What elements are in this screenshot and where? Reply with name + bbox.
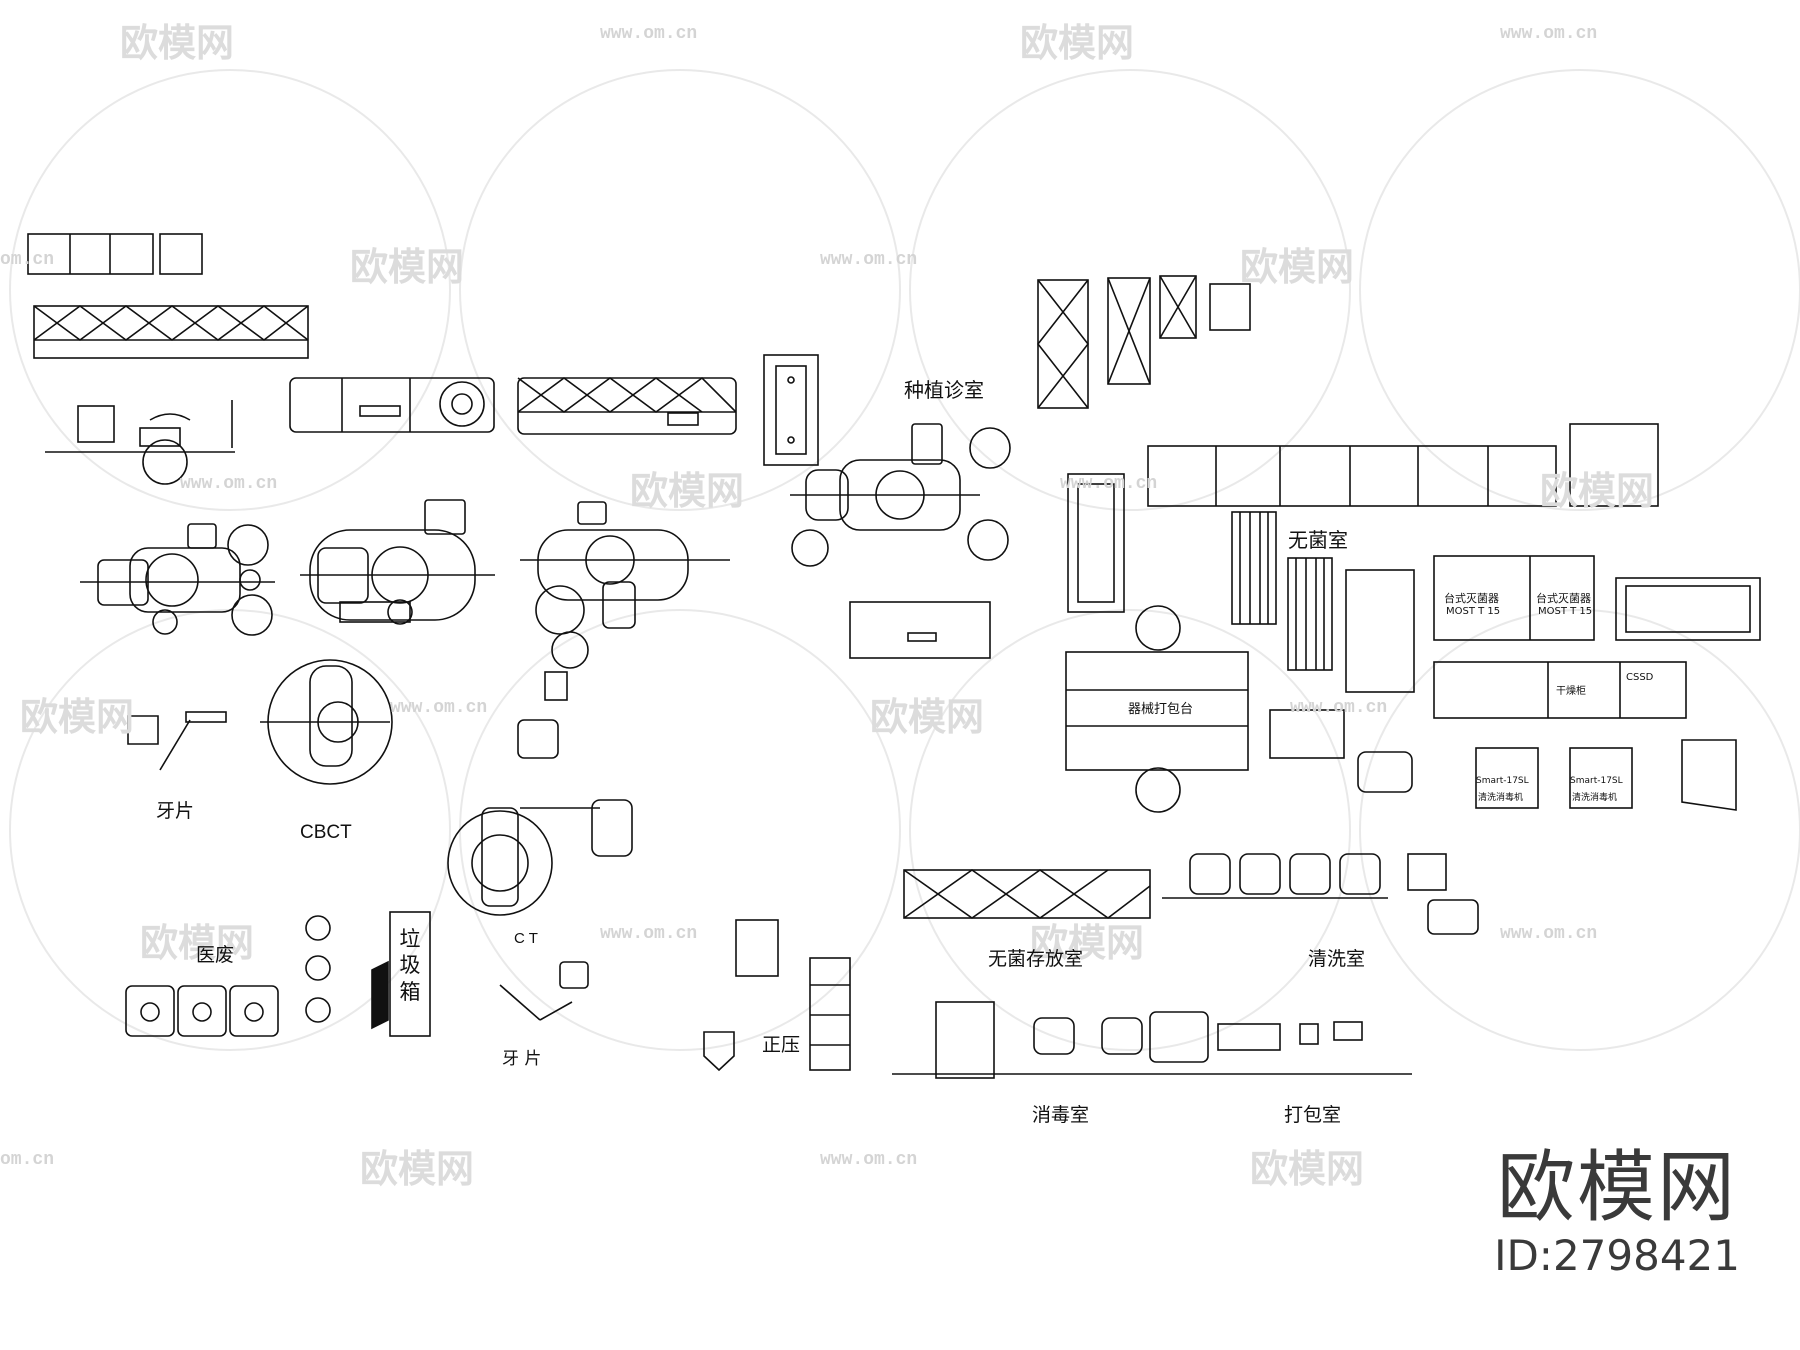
watermark-logo: 欧模网 [1540,469,1655,513]
watermark-logo: 欧模网 [1030,921,1145,965]
equip-label-model-2: MOST T 15 [1538,606,1593,617]
sink-cabinet [763,354,819,466]
dental-film-unit-1 [127,711,227,771]
trash-box [371,911,431,1037]
brand-id: ID:2798421 [1494,1231,1740,1280]
label-sterile-room: 无菌室 [1288,528,1348,552]
watermark-logo: 欧模网 [350,245,465,289]
watermark-logo: 欧模网 [20,695,135,739]
washbasin [1269,709,1413,793]
counter-middle-top [517,376,737,435]
label-disinfection-room: 消毒室 [1032,1104,1090,1126]
label-packing-table: 器械打包台 [1128,702,1194,717]
reception-desk [45,400,235,485]
cbct-unit [260,659,393,785]
dental-chair-implant [790,423,1011,659]
label-packing-room: 打包室 [1284,1104,1342,1126]
sterile-storage-rack [903,869,1151,919]
watermark-logo: 欧模网 [1250,1147,1365,1191]
slatted-racks [1231,511,1415,693]
equip-label-dry-cabinet: 干燥柜 [1556,686,1586,697]
label-medical-waste: 医废 [196,944,235,966]
label-dental-film-1: 牙片 [156,800,195,822]
watermark-logo: 欧模网 [120,21,235,65]
watermark-url: www.om.cn [1500,924,1598,944]
watermark-url: www.om.cn [820,1150,918,1170]
brand-block: 欧模网 ID:2798421 [1494,1125,1740,1280]
watermark-url: www.om.cn [180,474,278,494]
ct-unit [447,799,633,916]
label-ct: C T [514,930,538,947]
cabinet-with-sink [289,377,495,433]
label-positive-pressure: 正压 [762,1034,801,1056]
label-cbct: CBCT [300,822,352,843]
watermark-url: om.cn [0,250,55,270]
operator-stool [517,671,568,759]
watermark-url: www.om.cn [1500,24,1598,44]
packing-table [1065,605,1249,813]
equip-label-washer-2: 清洗消毒机 [1572,793,1618,803]
watermark-url: www.om.cn [390,698,488,718]
watermark-logo: 欧模网 [1240,245,1355,289]
equip-label-model-1: MOST T 15 [1446,606,1501,617]
equip-label-smart-1: Smart-17SL [1476,776,1529,786]
equip-label-smart-2: Smart-17SL [1570,776,1623,786]
sterile-counter [1147,423,1659,507]
label-implant-room: 种植诊室 [904,378,984,402]
equip-label-cssd: CSSD [1626,672,1654,683]
sterilizer-boxes [1433,555,1761,811]
label-dental-film-2: 牙 片 [502,1049,542,1069]
wall-cabinet-top [27,233,203,275]
equip-label-sterilizer-1: 台式灭菌器 [1444,592,1499,605]
watermark-logo: 欧模网 [870,695,985,739]
label-trash-box: 垃圾箱 [399,927,421,1004]
watermark-url: www.om.cn [600,24,698,44]
cleaning-sinks [1162,853,1479,935]
sterile-shelf-left [1067,473,1125,613]
label-cleaning-room: 清洗室 [1308,948,1366,970]
watermark-url: www.om.cn [600,924,698,944]
watermark-logo: 欧模网 [1020,21,1135,65]
brand-logo: 欧模网 [1497,1143,1738,1233]
medical-waste-bins [125,915,331,1037]
dental-chair-3 [520,501,730,669]
watermark-url: www.om.cn [1060,474,1158,494]
dental-chair-1 [80,523,275,636]
storage-racks [1036,275,1251,409]
label-sterile-storage: 无菌存放室 [988,948,1084,970]
equip-label-sterilizer-2: 台式灭菌器 [1536,592,1591,605]
watermark-url: www.om.cn [820,250,918,270]
dental-chair-2 [300,499,495,625]
watermark-url: om.cn [0,1150,55,1170]
disinfection-line [892,1001,1412,1079]
watermark-url: www.om.cn [1290,698,1388,718]
watermark-logo: 欧模网 [140,921,255,965]
equip-label-washer-1: 清洗消毒机 [1478,793,1524,803]
watermark-logo: 欧模网 [360,1147,475,1191]
long-counter-top-left [33,304,309,359]
watermark-arcs [9,69,1800,1051]
dental-film-unit-2 [499,961,589,1021]
positive-pressure-unit [703,919,851,1072]
watermark-logo: 欧模网 [630,469,745,513]
